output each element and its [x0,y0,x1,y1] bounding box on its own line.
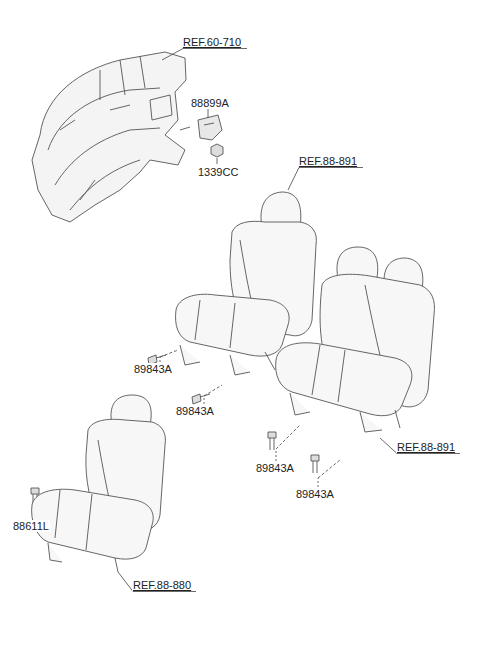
part-number: 89843A [255,462,295,474]
bolts [31,355,319,506]
second-row-bench [276,247,435,432]
part-number: 89843A [295,488,335,500]
reference-label: REF.60-710 [182,36,242,48]
quarter-panel [32,52,186,222]
front-seat [32,395,166,572]
part-number: 88899A [190,97,230,109]
part-number: 89843A [133,363,173,375]
part-number: 88611L [12,520,50,532]
anchor-bracket [198,115,222,140]
reference-label: REF.88-891 [298,155,358,167]
nut [211,144,223,157]
part-number: 89843A [175,405,215,417]
bracket-detail [180,123,214,130]
reference-label: REF.88-880 [132,579,192,591]
part-number: 1339CC [197,166,239,178]
reference-label: REF.88-891 [396,441,456,453]
